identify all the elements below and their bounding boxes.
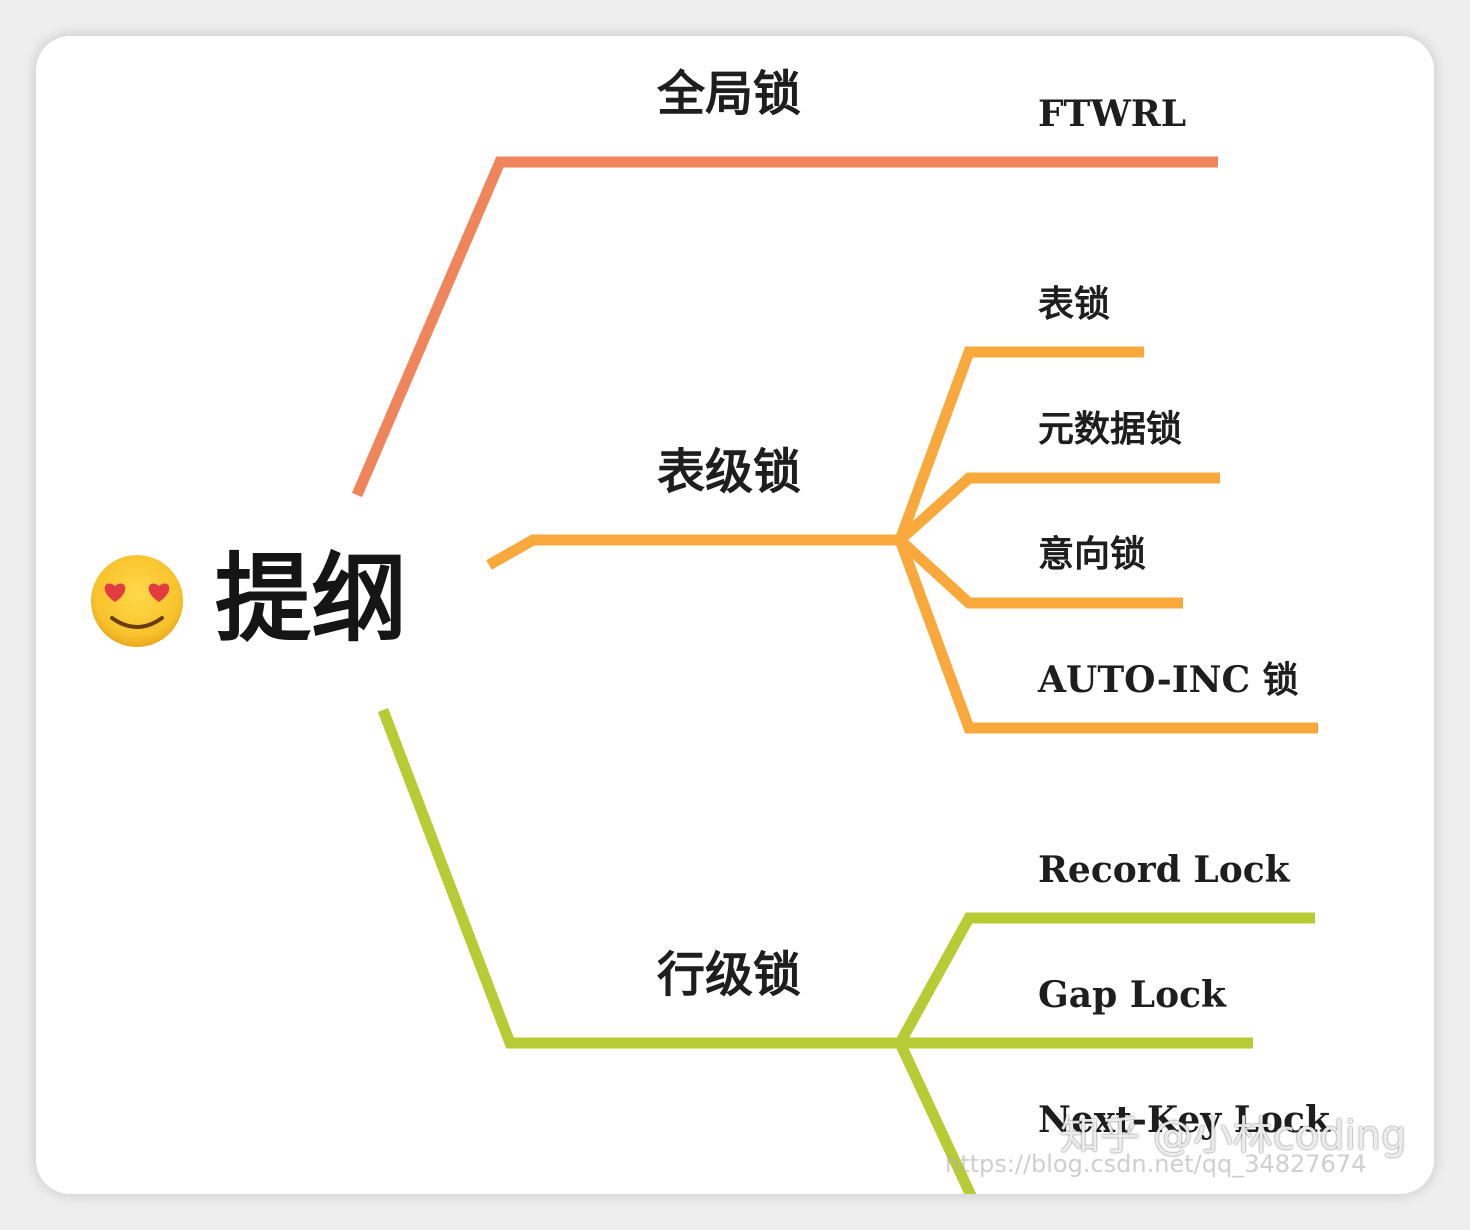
mind-map-connectors xyxy=(351,156,1318,1194)
leaf-label-table-lock: 表锁 xyxy=(1038,284,1111,325)
root-topic-label: 提纲 xyxy=(215,543,407,655)
branch-line-table-level-lock xyxy=(486,534,902,570)
watermark-url: https://blog.csdn.net/qq_34827674 xyxy=(945,1150,1367,1178)
leaf-label-metadata-lock: 元数据锁 xyxy=(1038,409,1183,450)
leaf-label-ftwrl: FTWRL xyxy=(1038,93,1187,135)
branch-label-table-level-lock: 表级锁 xyxy=(657,444,802,500)
mind-map-card: 提纲 全局锁 表级锁 行级锁 FTWRL 表锁 元数据锁 意向锁 AUTO-IN… xyxy=(36,36,1434,1194)
child-line-intention-lock xyxy=(896,535,1183,609)
child-line-metadata-lock xyxy=(896,472,1220,545)
child-line-auto-inc-lock xyxy=(894,538,1318,734)
watermark-zhihu: 知乎 @小林coding xyxy=(1060,1113,1407,1159)
branch-label-global-lock: 全局锁 xyxy=(657,66,802,122)
leaf-label-next-key-lock: Next-Key Lock xyxy=(1038,1099,1330,1141)
child-line-table-lock xyxy=(894,346,1144,542)
leaf-label-intention-lock: 意向锁 xyxy=(1038,534,1147,575)
smiling-face-with-heart-eyes-icon xyxy=(91,555,183,647)
leaf-label-gap-lock: Gap Lock xyxy=(1038,974,1226,1016)
child-line-record-lock xyxy=(895,912,1315,1046)
child-line-next-key-lock xyxy=(895,1040,977,1194)
leaf-label-record-lock: Record Lock xyxy=(1038,849,1290,891)
branch-line-global-lock xyxy=(351,156,1218,498)
branch-label-row-level-lock: 行级锁 xyxy=(657,947,802,1003)
branch-line-row-level-lock xyxy=(377,708,902,1049)
mind-map-canvas: 提纲 全局锁 表级锁 行级锁 FTWRL 表锁 元数据锁 意向锁 AUTO-IN… xyxy=(36,36,1434,1194)
leaf-label-auto-inc-lock: AUTO-INC 锁 xyxy=(1038,659,1299,701)
